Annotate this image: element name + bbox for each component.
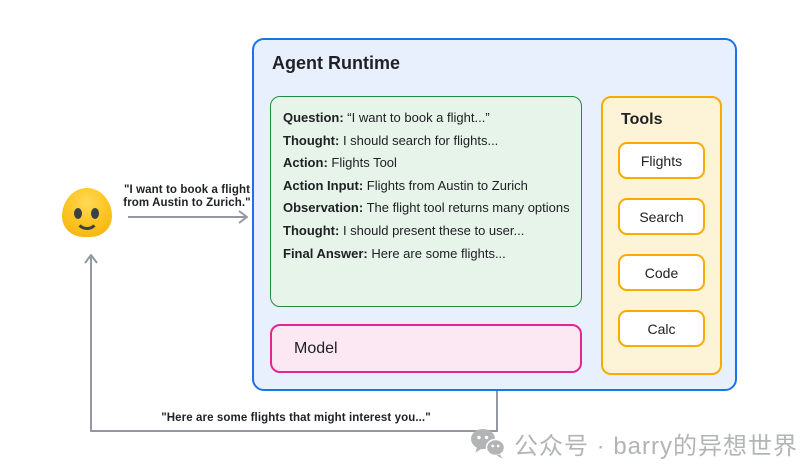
watermark-text: 公众号 · barry的异想世界	[514, 433, 799, 460]
agent-runtime-box: Agent Runtime Question: “I want to book …	[252, 38, 737, 391]
watermark: 公众号 · barry的异想世界	[470, 426, 798, 461]
tools-title: Tools	[621, 111, 663, 128]
trace-line-thought-1: Thought: I should search for flights...	[283, 132, 499, 148]
tool-button-search: Search	[618, 198, 705, 235]
trace-line-thought-2: Thought: I should present these to user.…	[283, 222, 525, 238]
tool-button-code: Code	[618, 254, 705, 291]
trace-line-action: Action: Flights Tool	[283, 155, 397, 171]
trace-line-observation: Observation: The flight tool returns man…	[283, 200, 570, 216]
emoji-smile	[75, 206, 99, 230]
user-smiley-emoji-icon	[62, 188, 112, 237]
response-elbow-line	[90, 257, 498, 432]
response-arrowhead-icon	[84, 254, 98, 264]
user-request-label: "I want to book a flight from Austin to …	[116, 184, 258, 210]
tools-panel: Tools Flights Search Code Calc	[601, 96, 722, 375]
user-request-line2: from Austin to Zurich."	[123, 197, 251, 209]
tool-button-flights: Flights	[618, 142, 705, 179]
model-box: Model	[270, 324, 582, 373]
trace-line-action-input: Action Input: Flights from Austin to Zur…	[283, 177, 528, 193]
agent-runtime-title: Agent Runtime	[272, 53, 400, 73]
model-label: Model	[294, 339, 338, 357]
trace-line-question: Question: “I want to book a flight...”	[283, 110, 490, 125]
tool-button-calc: Calc	[618, 310, 705, 347]
trace-line-final-answer: Final Answer: Here are some flights...	[283, 245, 506, 261]
tools-list: Flights Search Code Calc	[603, 142, 720, 347]
react-trace-box: Question: “I want to book a flight...” T…	[270, 96, 582, 307]
user-request-line1: "I want to book a flight	[123, 184, 251, 196]
request-arrowhead-icon	[238, 210, 248, 224]
agent-response-label: "Here are some flights that might intere…	[161, 412, 431, 424]
wechat-icon	[471, 429, 506, 459]
